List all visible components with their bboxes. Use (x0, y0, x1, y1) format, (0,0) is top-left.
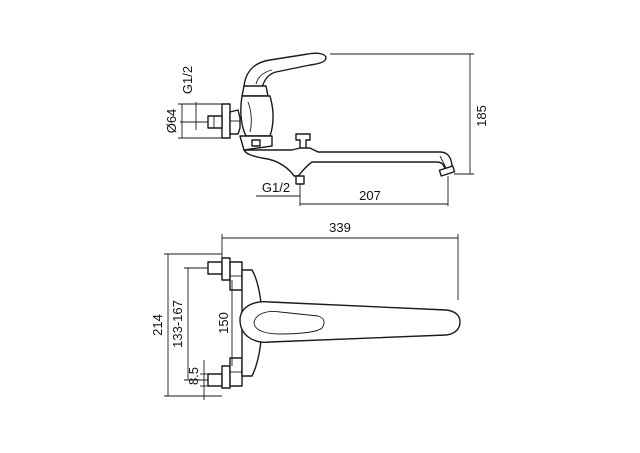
top-view: 339 150 214 133-167 8.5 (150, 220, 461, 400)
mixer-body-highlight (247, 101, 252, 133)
upper-eccentric (207, 261, 223, 275)
aerator (438, 165, 456, 177)
offset-label: 8.5 (186, 367, 201, 385)
dim-height-label: 185 (474, 105, 489, 127)
dim-reach-label: 207 (359, 188, 381, 203)
lever-handle (243, 52, 327, 89)
spout (243, 147, 453, 177)
side-view: 185 207 G1/2 G1/2 Ø64 (164, 52, 489, 206)
handle-length-label: 150 (216, 312, 231, 334)
lower-flange (221, 365, 231, 389)
handle-plan (239, 301, 461, 343)
lower-eccentric (207, 373, 223, 387)
spout-curve-detail (439, 155, 447, 169)
thread-bottom-label: G1/2 (262, 180, 290, 195)
lever-handle-detail (255, 69, 273, 85)
width-label: 214 (150, 314, 165, 336)
upper-flange (221, 257, 231, 281)
mixer-body (240, 95, 274, 137)
flange-diameter-label: Ø64 (164, 109, 179, 134)
thread-top-label: G1/2 (180, 66, 195, 94)
cartridge-cap (241, 85, 269, 97)
wall-flange (221, 103, 231, 139)
base-plug (251, 139, 261, 147)
handle-plan-inner (253, 311, 325, 335)
bath-outlet (295, 175, 305, 185)
dim-length-label: 339 (329, 220, 351, 235)
center-distance-label: 133-167 (170, 300, 185, 348)
eccentric-connector (207, 115, 223, 129)
connection-nut (229, 109, 241, 135)
